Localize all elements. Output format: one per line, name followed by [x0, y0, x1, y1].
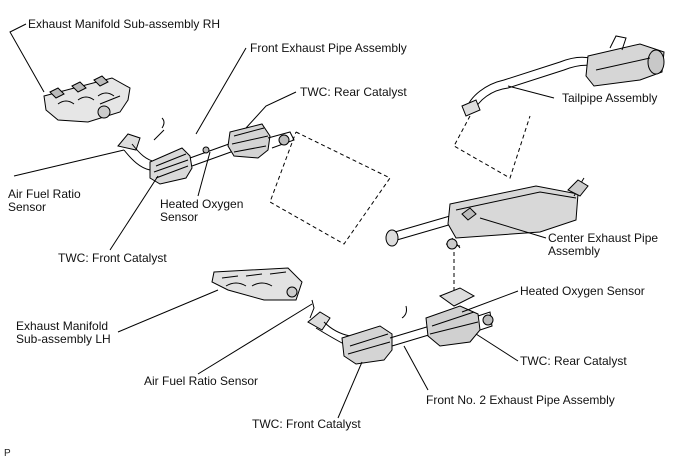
label-center-exhaust-pipe-line2: Assembly [548, 244, 601, 258]
label-af-sensor-bottom: Air Fuel Ratio Sensor [144, 374, 259, 388]
label-front-no2-exhaust-pipe: Front No. 2 Exhaust Pipe Assembly [426, 393, 615, 407]
label-exhaust-manifold-lh: Exhaust Manifold Sub-assembly LH [16, 320, 111, 346]
dashed-connections [269, 115, 531, 290]
lower-front-catalyst [307, 299, 433, 365]
exhaust-manifold-lh [211, 267, 303, 301]
corner-mark: P [4, 448, 11, 459]
label-af-sensor-top: Air Fuel Ratio Sensor [8, 188, 81, 214]
label-heated-o2-bottom: Heated Oxygen Sensor [520, 284, 645, 298]
label-twc-rear-catalyst-bottom: TWC: Rear Catalyst [520, 354, 627, 368]
label-front-exhaust-pipe: Front Exhaust Pipe Assembly [250, 41, 407, 55]
upper-rear-catalyst [227, 123, 295, 159]
label-heated-o2-top: Heated Oxygen Sensor [160, 198, 243, 224]
label-exhaust-manifold-lh-line2: Sub-assembly LH [16, 332, 111, 346]
label-af-sensor-top-line1: Air Fuel Ratio [8, 187, 81, 201]
front-exhaust-pipe-assembly [117, 117, 243, 185]
label-tailpipe: Tailpipe Assembly [562, 91, 658, 105]
label-twc-rear-catalyst-top: TWC: Rear Catalyst [300, 85, 407, 99]
label-center-exhaust-pipe: Center Exhaust Pipe Assembly [548, 232, 658, 258]
label-center-exhaust-pipe-line1: Center Exhaust Pipe [548, 231, 659, 245]
label-af-sensor-top-line2: Sensor [8, 200, 47, 214]
tailpipe-assembly [461, 35, 665, 117]
lower-rear-catalyst [425, 287, 494, 347]
label-heated-o2-top-line2: Sensor [160, 210, 199, 224]
label-exhaust-manifold-lh-line1: Exhaust Manifold [16, 319, 109, 333]
leader-lines [9, 23, 555, 419]
exhaust-manifold-rh [43, 75, 131, 123]
label-heated-o2-top-line1: Heated Oxygen [160, 197, 244, 211]
center-exhaust-pipe-assembly [385, 177, 589, 250]
label-twc-front-catalyst-top: TWC: Front Catalyst [58, 251, 167, 265]
label-exhaust-manifold-rh: Exhaust Manifold Sub-assembly RH [28, 17, 221, 31]
label-twc-front-catalyst-bottom: TWC: Front Catalyst [252, 417, 361, 431]
